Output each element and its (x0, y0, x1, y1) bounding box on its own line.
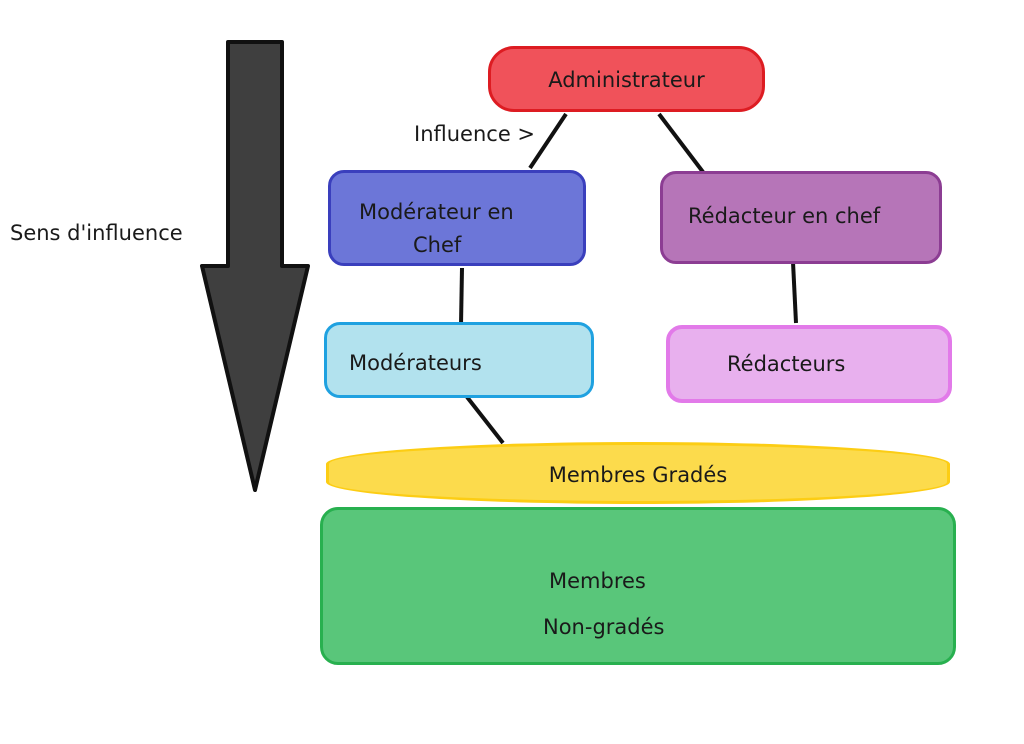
node-administrateur-label: Administrateur (548, 68, 705, 92)
node-moderateur-en-chef-line1: Modérateur en (359, 200, 514, 224)
node-membres-non-grades-line1: Membres (549, 569, 646, 593)
node-moderateurs-label: Modérateurs (349, 351, 482, 375)
connector-admin-redchef (657, 112, 705, 174)
node-administrateur: Administrateur (488, 46, 765, 112)
node-moderateur-en-chef: Modérateur en Chef (328, 170, 586, 266)
node-moderateur-en-chef-line2: Chef (413, 233, 462, 257)
node-redacteurs: Rédacteurs (666, 325, 952, 403)
connector-moderateurs-membresgrades (465, 395, 505, 445)
node-moderateurs: Modérateurs (324, 322, 594, 398)
connector-redchef-redacteurs (791, 261, 798, 324)
node-redacteur-en-chef-label: Rédacteur en chef (688, 204, 881, 228)
node-redacteur-en-chef: Rédacteur en chef (660, 171, 942, 264)
node-membres-grades: Membres Gradés (326, 442, 950, 504)
influence-direction-arrow (200, 40, 310, 492)
side-label: Sens d'influence (10, 221, 183, 245)
node-membres-grades-label: Membres Gradés (548, 463, 728, 487)
node-redacteurs-label: Rédacteurs (727, 352, 846, 376)
node-membres-non-grades-line2: Non-gradés (543, 615, 665, 639)
node-membres-non-grades: Membres Non-gradés (320, 507, 956, 665)
connector-admin-modchef (528, 112, 568, 170)
influence-label: Influence > (414, 122, 536, 146)
connector-modchef-moderateurs (459, 267, 464, 326)
